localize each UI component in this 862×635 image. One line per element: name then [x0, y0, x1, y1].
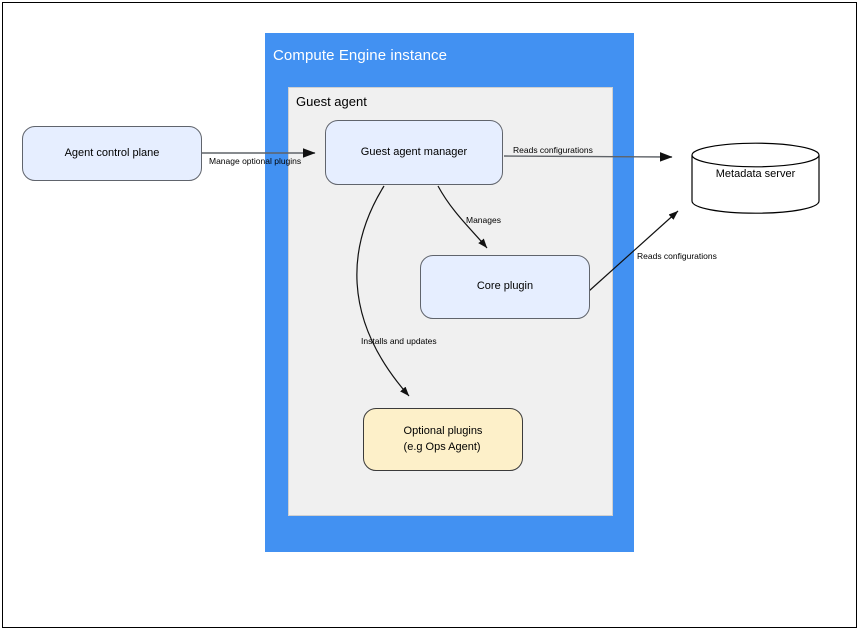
- node-optional-plugins-label-line1: Optional plugins: [403, 424, 483, 437]
- node-core-plugin-label: Core plugin: [476, 280, 534, 293]
- node-guest-agent-manager-label: Guest agent manager: [360, 145, 468, 158]
- edge-label-core-reads-configurations: Reads configurations: [637, 251, 717, 261]
- container-compute-engine-instance-label: Compute Engine instance: [273, 47, 448, 64]
- container-guest-agent-label: Guest agent: [296, 94, 367, 109]
- edge-label-manager-reads-configurations: Reads configurations: [513, 145, 593, 155]
- canvas-border: [2, 2, 857, 628]
- edge-label-manages: Manages: [466, 215, 501, 225]
- node-optional-plugins[interactable]: Optional plugins (e.g Ops Agent): [363, 408, 523, 471]
- node-metadata-server[interactable]: [691, 142, 820, 214]
- node-core-plugin[interactable]: Core plugin: [420, 255, 590, 319]
- node-optional-plugins-label-line2: (e.g Ops Agent): [403, 440, 481, 453]
- node-agent-control-plane[interactable]: Agent control plane: [22, 126, 202, 181]
- node-guest-agent-manager[interactable]: Guest agent manager: [325, 120, 503, 185]
- edge-label-installs-and-updates: Installs and updates: [361, 336, 437, 346]
- node-optional-plugins-labels: Optional plugins (e.g Ops Agent): [404, 424, 483, 456]
- node-agent-control-plane-label: Agent control plane: [64, 146, 160, 159]
- edge-label-manage-optional-plugins: Manage optional plugins: [209, 156, 302, 166]
- node-metadata-server-label: Metadata server: [715, 168, 796, 180]
